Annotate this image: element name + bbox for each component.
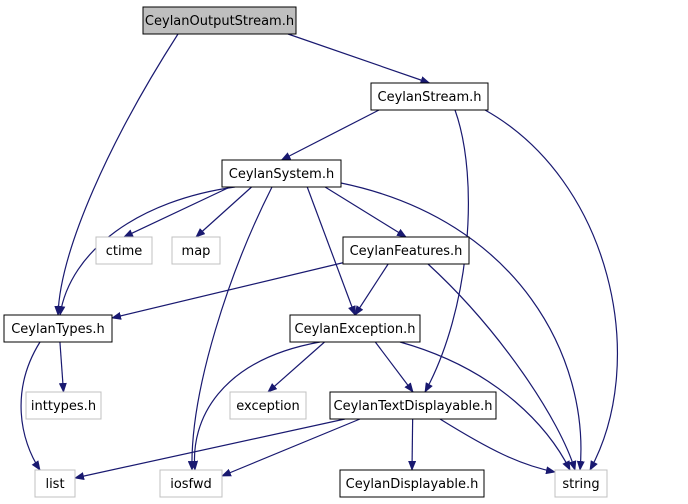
node-map: map — [171, 236, 221, 265]
node-list: list — [34, 469, 76, 498]
edge-ceylan-exception-to-string — [399, 341, 571, 471]
edge-ceylan-system-to-ceylan-types — [57, 186, 236, 316]
node-label: exception — [236, 399, 300, 414]
edge-ceylan-text-displayable-to-iosfwd — [221, 418, 361, 477]
edge-ceylan-exception-to-exception — [267, 341, 325, 393]
edge-ceylan-types-to-inttypes — [58, 341, 67, 393]
node-box — [3, 314, 113, 343]
node-box — [229, 391, 307, 420]
node-ceylan-stream[interactable]: CeylanStream.h — [370, 82, 489, 111]
node-ceylan-system[interactable]: CeylanSystem.h — [221, 159, 342, 188]
node-string: string — [554, 469, 608, 498]
node-label: ctime — [106, 244, 143, 259]
node-label: list — [45, 477, 64, 492]
edge-ceylan-system-to-iosfwd — [187, 186, 273, 471]
node-box — [342, 236, 470, 265]
node-label: CeylanSystem.h — [229, 167, 334, 182]
node-ctime: ctime — [95, 236, 153, 265]
edge-ceylan-system-to-map — [195, 186, 252, 238]
node-ceylan-types[interactable]: CeylanTypes.h — [3, 314, 113, 343]
node-ceylan-features[interactable]: CeylanFeatures.h — [342, 236, 470, 265]
node-ceylan-text-displayable[interactable]: CeylanTextDisplayable.h — [329, 391, 497, 420]
edge-ceylan-types-to-list — [20, 341, 41, 471]
node-box — [142, 6, 297, 35]
node-label: iosfwd — [170, 477, 212, 492]
edge-ceylan-output-stream-to-ceylan-types — [54, 33, 179, 316]
node-box — [370, 82, 489, 111]
node-label: CeylanStream.h — [378, 90, 482, 105]
node-ceylan-output-stream[interactable]: CeylanOutputStream.h — [142, 6, 297, 35]
node-box — [159, 469, 223, 498]
edge-ceylan-text-displayable-to-ceylan-displayable — [408, 418, 417, 471]
edge-ceylan-text-displayable-to-list — [74, 418, 346, 480]
edge-ceylan-exception-to-ceylan-text-displayable — [374, 341, 414, 393]
edge-ceylan-system-to-ceylan-exception — [306, 186, 356, 316]
edge-ceylan-features-to-ceylan-types — [111, 261, 347, 320]
edge-ceylan-stream-to-string — [484, 109, 618, 471]
node-label: CeylanTextDisplayable.h — [334, 399, 493, 414]
node-box — [554, 469, 608, 498]
node-ceylan-exception[interactable]: CeylanException.h — [289, 314, 421, 343]
edge-ceylan-system-to-string — [340, 182, 585, 471]
node-label: map — [182, 244, 211, 259]
node-box — [34, 469, 76, 498]
edge-ceylan-stream-to-ceylan-system — [280, 109, 380, 161]
node-label: string — [562, 477, 599, 492]
node-box — [329, 391, 497, 420]
node-box — [339, 469, 485, 498]
nodes-layer: CeylanOutputStream.hCeylanStream.hCeylan… — [3, 6, 608, 498]
edge-ceylan-features-to-string — [427, 263, 577, 471]
edges-layer — [20, 33, 618, 480]
node-ceylan-displayable[interactable]: CeylanDisplayable.h — [339, 469, 485, 498]
edge-ceylan-output-stream-to-ceylan-stream — [287, 33, 431, 84]
node-iosfwd: iosfwd — [159, 469, 223, 498]
node-exception: exception — [229, 391, 307, 420]
edge-ceylan-system-to-ctime — [123, 186, 231, 238]
node-box — [171, 236, 221, 265]
node-box — [95, 236, 153, 265]
node-label: CeylanException.h — [295, 322, 416, 337]
edge-ceylan-text-displayable-to-string — [439, 418, 556, 475]
node-label: inttypes.h — [31, 399, 96, 414]
node-box — [289, 314, 421, 343]
node-label: CeylanDisplayable.h — [346, 477, 479, 492]
node-box — [25, 391, 102, 420]
node-label: CeylanOutputStream.h — [145, 14, 294, 29]
node-label: CeylanTypes.h — [11, 322, 105, 337]
node-label: CeylanFeatures.h — [350, 244, 463, 259]
node-box — [221, 159, 342, 188]
node-inttypes: inttypes.h — [25, 391, 102, 420]
edge-ceylan-features-to-ceylan-exception — [354, 263, 389, 316]
edge-ceylan-system-to-ceylan-features — [324, 186, 407, 238]
